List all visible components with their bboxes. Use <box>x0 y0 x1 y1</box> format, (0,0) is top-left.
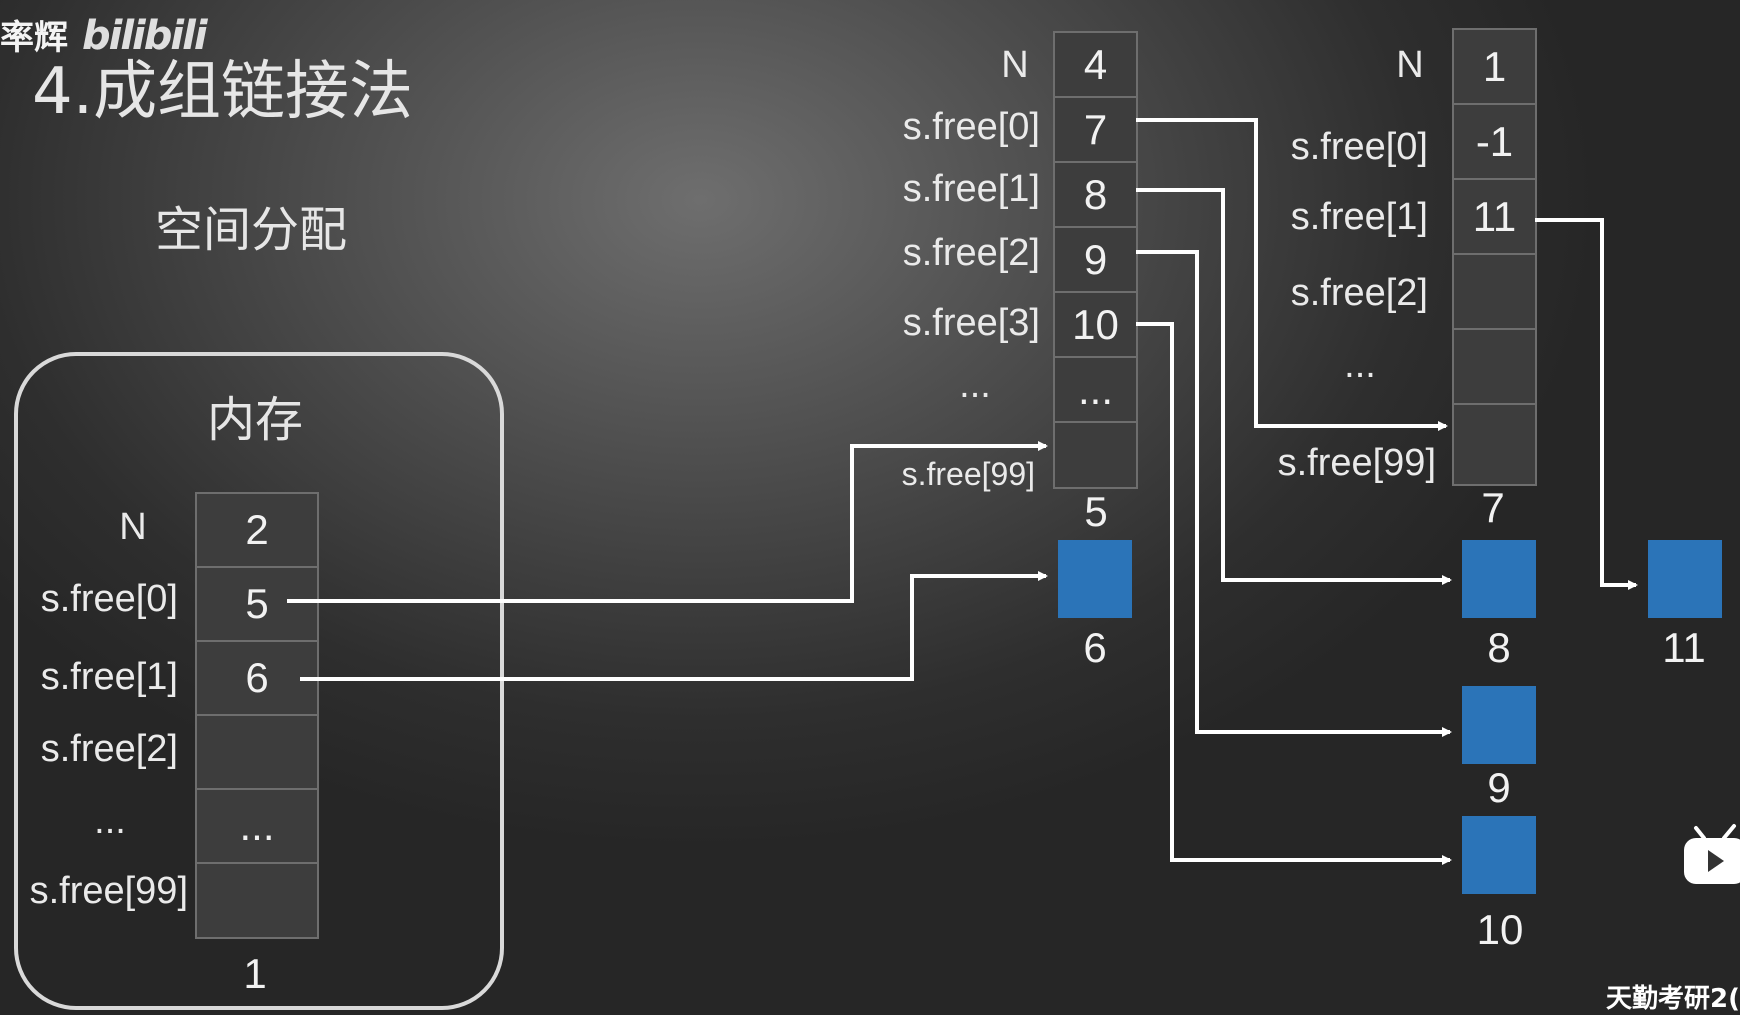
group-b-cell-free1: 11 <box>1454 180 1535 255</box>
group-a-cell-free2: 9 <box>1055 228 1136 293</box>
group-b-label-n: N <box>1396 44 1424 86</box>
group-a-block-number: 5 <box>1084 488 1108 535</box>
arrow-b-free1-to-block11 <box>1535 218 1638 590</box>
memory-label-ellipsis: ... <box>94 800 126 842</box>
group-b-block-number: 7 <box>1481 484 1505 531</box>
group-a-cell-n: 4 <box>1055 33 1136 98</box>
group-b-label-free1: s.free[1] <box>1290 196 1428 238</box>
tv-play-icon[interactable] <box>1682 822 1740 886</box>
group-a-label-free3: s.free[3] <box>902 302 1040 344</box>
group-a-cell-free3: 10 <box>1055 293 1136 358</box>
memory-cell-free2 <box>197 716 317 790</box>
group-b-label-free2: s.free[2] <box>1290 272 1428 314</box>
group-a-label-ellipsis: ... <box>959 364 991 406</box>
memory-label-free0: s.free[0] <box>40 578 178 620</box>
group-a-label-free99: s.free[99] <box>901 456 1035 492</box>
group-a-table: 4 7 8 9 10 ... <box>1053 31 1138 489</box>
group-b-cell-ellipsis <box>1454 330 1535 405</box>
group-b-cell-n: 1 <box>1454 30 1535 105</box>
free-block-9 <box>1462 686 1536 764</box>
slide-subtitle: 空间分配 <box>155 202 348 258</box>
free-block-10 <box>1462 816 1536 894</box>
group-a-label-free2: s.free[2] <box>902 232 1040 274</box>
footer-watermark: 天勤考研2( <box>1606 984 1740 1014</box>
group-b-cell-free2 <box>1454 255 1535 330</box>
memory-cell-ellipsis: ... <box>197 790 317 864</box>
memory-label-free1: s.free[1] <box>40 656 178 698</box>
arrow-mem-free1-to-block6 <box>300 571 1048 681</box>
group-a-label-free0: s.free[0] <box>902 106 1040 148</box>
bilibili-logo: bilibili <box>82 13 208 59</box>
free-block-9-label: 9 <box>1487 764 1511 811</box>
group-b-label-ellipsis: ... <box>1344 344 1376 386</box>
arrow-a-free1-to-block8 <box>1136 188 1452 585</box>
group-b-table: 1 -1 11 <box>1452 28 1537 486</box>
arrow-a-free3-to-block10 <box>1136 322 1452 865</box>
memory-cell-n: 2 <box>197 494 317 568</box>
memory-title: 内存 <box>207 392 304 448</box>
free-block-6 <box>1058 540 1132 618</box>
free-block-11-label: 11 <box>1662 624 1706 671</box>
group-a-cell-ellipsis: ... <box>1055 358 1136 423</box>
memory-table: 2 5 6 ... <box>195 492 319 939</box>
memory-block-number: 1 <box>243 950 267 997</box>
arrow-a-free0-to-block7 <box>1136 118 1448 431</box>
free-block-6-label: 6 <box>1083 624 1107 671</box>
group-a-cell-free1: 8 <box>1055 163 1136 228</box>
free-block-10-label: 10 <box>1476 906 1524 953</box>
group-b-cell-free0: -1 <box>1454 105 1535 180</box>
free-block-8-label: 8 <box>1487 624 1511 671</box>
group-b-label-free99: s.free[99] <box>1277 442 1436 484</box>
group-a-label-n: N <box>1001 44 1029 86</box>
free-block-8 <box>1462 540 1536 618</box>
group-b-label-free0: s.free[0] <box>1290 126 1428 168</box>
memory-cell-free0: 5 <box>197 568 317 642</box>
group-a-cell-free0: 7 <box>1055 98 1136 163</box>
watermark: 率辉 bilibili <box>0 10 208 59</box>
memory-label-free99: s.free[99] <box>29 870 188 912</box>
group-a-label-free1: s.free[1] <box>902 168 1040 210</box>
slide-title: 4.成组链接法 <box>32 55 414 129</box>
arrow-mem-free0-to-block5 <box>287 441 1048 603</box>
memory-label-free2: s.free[2] <box>40 728 178 770</box>
watermark-author: 率辉 <box>0 18 68 58</box>
free-block-11 <box>1648 540 1722 618</box>
memory-cell-free1: 6 <box>197 642 317 716</box>
arrow-a-free2-to-block9 <box>1136 250 1452 737</box>
memory-label-n: N <box>119 506 147 548</box>
